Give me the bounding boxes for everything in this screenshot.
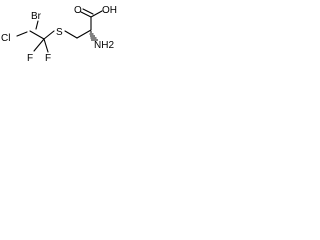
atom-oh: OH <box>102 5 117 16</box>
bond-c2-f1 <box>33 38 45 52</box>
bond-c2-s <box>43 30 55 40</box>
bond-c5-o-a <box>80 11 92 18</box>
atom-nh2: NH2 <box>94 40 114 51</box>
bond-c5-oh <box>90 10 103 18</box>
bonds <box>16 8 103 53</box>
chemical-structure: Br Cl F F S O OH NH2 <box>1 5 117 64</box>
atom-f-right: F <box>45 53 51 64</box>
atom-s: S <box>56 27 63 38</box>
atom-f-left: F <box>27 53 33 64</box>
bond-c3-c4 <box>76 29 92 39</box>
bond-c5-o-b <box>82 8 94 15</box>
hashed-wedge-bond <box>89 31 98 41</box>
bond-s-c3 <box>64 30 78 39</box>
bond-c2-f2 <box>43 38 49 53</box>
atom-br: Br <box>31 11 42 22</box>
atom-cl: Cl <box>1 33 10 44</box>
atom-o: O <box>74 5 82 16</box>
bond-c1-c2 <box>29 30 45 40</box>
bond-c1-br <box>35 20 39 30</box>
bond-cl-c1 <box>16 31 28 37</box>
